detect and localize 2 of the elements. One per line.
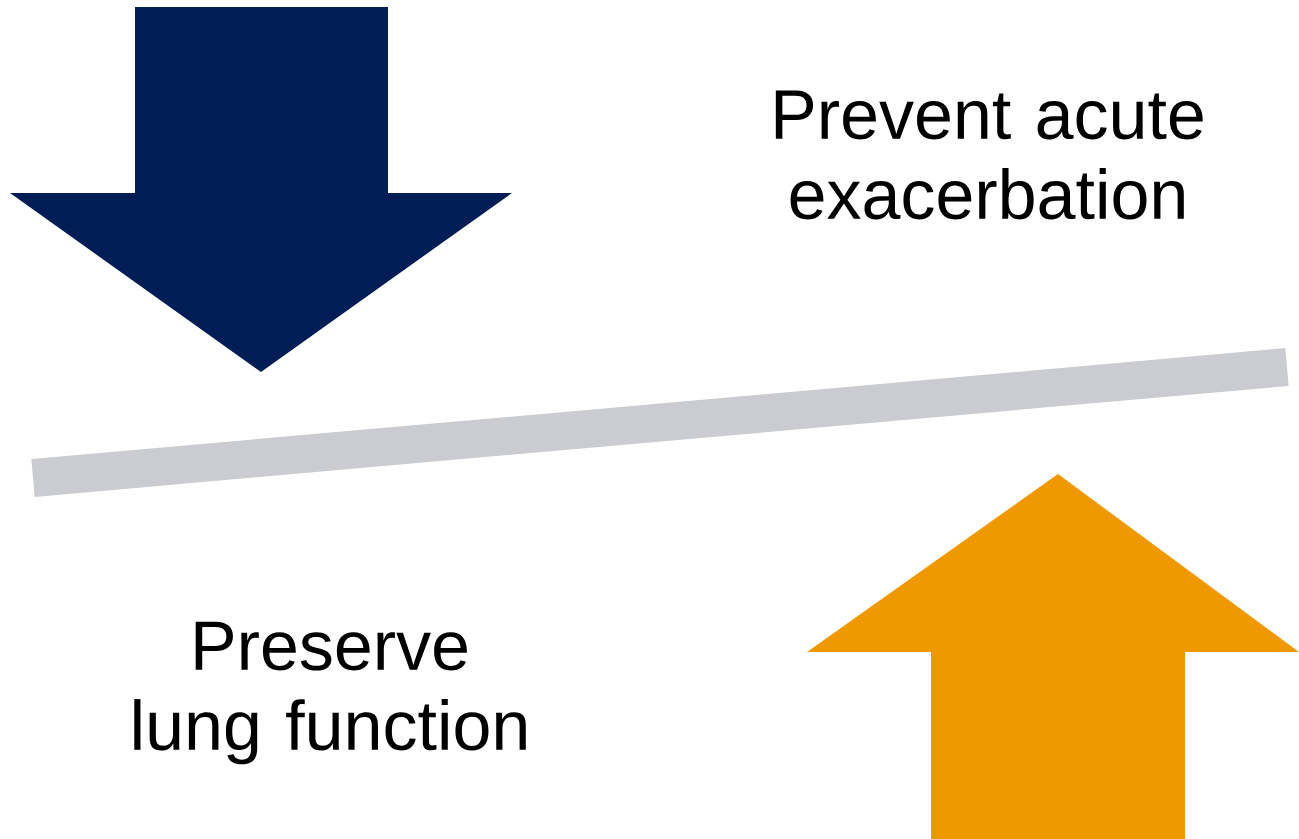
goal-text: Prevent acute exacerbation <box>775 90 1203 220</box>
goal-text: Preserve lung function <box>134 621 526 765</box>
